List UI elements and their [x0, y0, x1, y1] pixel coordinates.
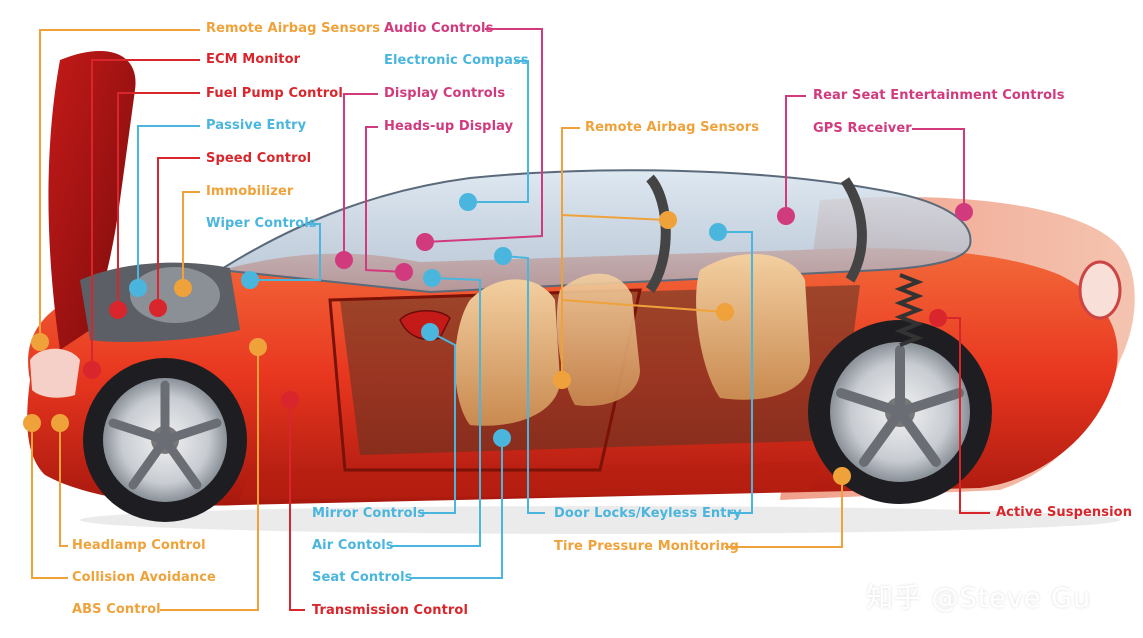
- label-fuel-pump-control: Fuel Pump Control: [206, 86, 343, 101]
- leader-mirror: [420, 331, 456, 514]
- label-mirror-controls: Mirror Controls: [312, 506, 426, 521]
- label-transmission-control: Transmission Control: [312, 603, 469, 618]
- dot-abs: [249, 338, 267, 356]
- dot-compass: [459, 193, 477, 211]
- label-headlamp-control: Headlamp Control: [72, 538, 206, 553]
- leader-fuel-pump: [117, 92, 200, 310]
- dot-collision: [23, 414, 41, 432]
- leader-lines: [31, 28, 990, 611]
- label-tire-pressure-monitoring: Tire Pressure Monitoring: [554, 539, 739, 554]
- dot-headlamp: [51, 414, 69, 432]
- label-audio-controls: Audio Controls: [384, 21, 494, 36]
- leader-rear-seat: [785, 95, 806, 216]
- label-collision-avoidance: Collision Avoidance: [72, 570, 216, 585]
- leader-collision: [31, 423, 68, 579]
- watermark: 知乎 @Steve Gu: [866, 583, 1092, 614]
- rear-seat: [696, 253, 810, 400]
- label-door-locks-keyless: Door Locks/Keyless Entry: [554, 506, 742, 521]
- leader-active-suspension: [938, 317, 990, 514]
- headlight: [30, 348, 80, 398]
- dot-gps: [955, 203, 973, 221]
- sensor-dots: [23, 193, 973, 485]
- leader-immobilizer: [182, 191, 200, 286]
- suspension-spring: [894, 273, 924, 347]
- b-pillar: [645, 174, 671, 293]
- tail-light: [1078, 260, 1122, 320]
- c-pillar: [840, 177, 867, 283]
- leader-headlamp: [59, 423, 68, 547]
- dot-fuel-pump: [109, 301, 127, 319]
- dot-remote-airbag-mid: [553, 371, 571, 389]
- dot-remote-airbag-front: [31, 333, 49, 351]
- front-seat-2: [556, 273, 640, 406]
- label-rear-seat-entertainment: Rear Seat Entertainment Controls: [813, 88, 1065, 103]
- dot-wiper: [241, 271, 259, 289]
- dot-air: [423, 269, 441, 287]
- label-gps-receiver: GPS Receiver: [813, 121, 912, 136]
- dot-airbag-seat: [659, 211, 677, 229]
- dot-active-suspension: [929, 309, 947, 327]
- label-active-suspension: Active Suspension: [996, 505, 1133, 520]
- leader-wiper: [250, 223, 321, 281]
- label-immobilizer: Immobilizer: [206, 184, 294, 199]
- label-seat-controls: Seat Controls: [312, 570, 413, 585]
- leader-abs: [160, 347, 259, 611]
- leader-passive-entry: [137, 125, 200, 288]
- dot-door-locks-2: [494, 247, 512, 265]
- label-ecm-monitor: ECM Monitor: [206, 52, 301, 67]
- leader-speed-control: [157, 157, 200, 308]
- leader-airbag-h: [561, 214, 669, 221]
- leader-air: [390, 277, 481, 547]
- dot-mirror: [421, 323, 439, 341]
- leader-ecm: [91, 59, 200, 370]
- leader-door-locks-2: [502, 255, 545, 514]
- label-wiper-controls: Wiper Controls: [206, 216, 317, 231]
- label-remote-airbag-sensors-mid: Remote Airbag Sensors: [585, 120, 760, 135]
- leader-tire-pressure: [725, 476, 843, 548]
- label-display-controls: Display Controls: [384, 86, 506, 101]
- label-air-contols: Air Contols: [312, 538, 394, 553]
- dot-display: [335, 251, 353, 269]
- dot-airbag-rear: [716, 303, 734, 321]
- ground-shadow: [80, 506, 1120, 534]
- leader-airbag-h2: [561, 299, 726, 313]
- dot-transmission: [281, 391, 299, 409]
- label-remote-airbag-sensors-front: Remote Airbag Sensors: [206, 21, 381, 36]
- dot-immobilizer: [174, 279, 192, 297]
- leader-display: [343, 93, 378, 258]
- dot-rear-seat: [777, 207, 795, 225]
- rear-spokes: [836, 345, 964, 467]
- label-heads-up-display: Heads-up Display: [384, 119, 514, 134]
- dot-seat: [493, 429, 511, 447]
- leader-gps: [912, 128, 965, 210]
- leader-hud: [365, 126, 405, 273]
- leader-transmission: [289, 400, 305, 611]
- dot-passive-entry: [129, 279, 147, 297]
- leader-remote-airbag-front: [39, 29, 200, 342]
- dot-door-locks: [709, 223, 727, 241]
- label-electronic-compass: Electronic Compass: [384, 53, 529, 68]
- dot-ecm: [83, 361, 101, 379]
- leader-audio: [424, 28, 543, 243]
- front-seat: [455, 279, 560, 426]
- leader-remote-airbag-mid: [561, 127, 580, 378]
- dot-audio: [416, 233, 434, 251]
- dot-tire-pressure: [833, 467, 851, 485]
- label-passive-entry: Passive Entry: [206, 118, 307, 133]
- label-abs-control: ABS Control: [72, 602, 161, 617]
- dot-speed-control: [149, 299, 167, 317]
- front-spokes: [108, 380, 222, 490]
- dot-hud: [395, 263, 413, 281]
- leader-door-locks: [718, 231, 753, 514]
- label-speed-control: Speed Control: [206, 151, 312, 166]
- leader-compass: [468, 60, 529, 203]
- leader-seat: [410, 438, 503, 579]
